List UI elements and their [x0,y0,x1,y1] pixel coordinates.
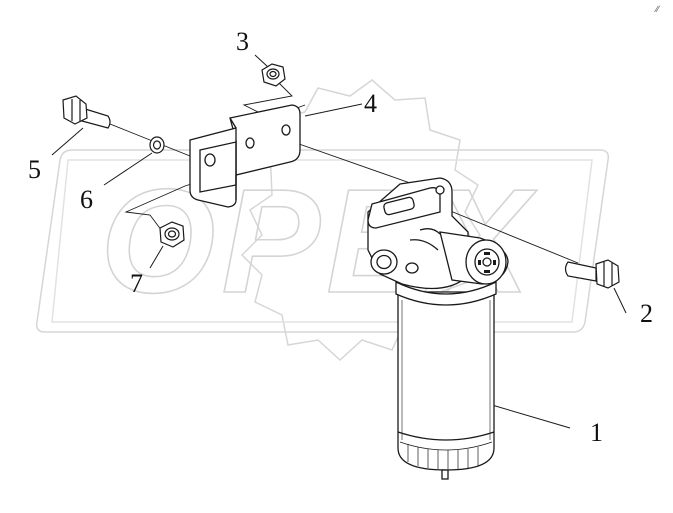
axis-bolt-top-2 [281,137,431,191]
axis-bolt-right [447,209,579,264]
callout-2: 2 [640,299,653,328]
bracket [189,104,301,208]
callout-1: 1 [590,418,603,447]
fuel-filter-assembly [367,177,509,480]
watermark-logo: OPEX [35,79,610,362]
washer [149,136,165,154]
leader-line-6 [103,152,153,186]
callout-6: 6 [80,185,93,214]
leader-line-7 [149,245,164,269]
callout-3: 3 [236,27,249,56]
leader-line-4 [304,103,363,117]
filter-canister [397,291,495,471]
corner-mark: ∕∕ [654,4,661,14]
callout-5: 5 [28,155,41,184]
bolt-left [62,95,111,129]
nut-top [261,63,286,87]
bolt-right [564,259,620,289]
watermark-gear [240,79,481,362]
watermark-band [35,149,610,333]
leader-line-2 [613,287,627,314]
leader-line-3 [254,54,269,68]
leader-line-5 [51,127,84,156]
callout-7: 7 [130,269,143,298]
callout-4: 4 [364,89,377,118]
watermark-band-inner [51,159,593,323]
callout-labels: 1 2 3 4 5 6 7 [28,27,653,447]
nut-bottom [159,221,185,248]
